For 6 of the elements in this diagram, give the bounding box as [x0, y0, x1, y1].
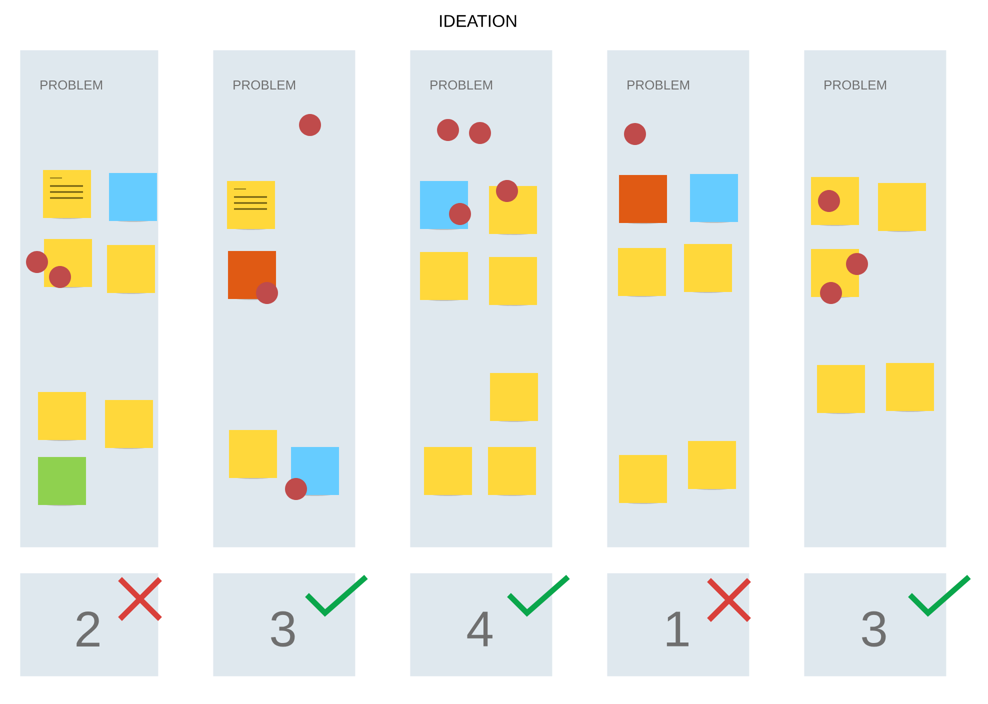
score-box: 1	[607, 573, 750, 676]
score-box: 2	[20, 573, 158, 676]
title: IDEATION	[440, 14, 516, 28]
score-box: 3	[804, 573, 946, 676]
score-box: 4	[410, 573, 552, 676]
score-box: 3	[213, 573, 356, 676]
